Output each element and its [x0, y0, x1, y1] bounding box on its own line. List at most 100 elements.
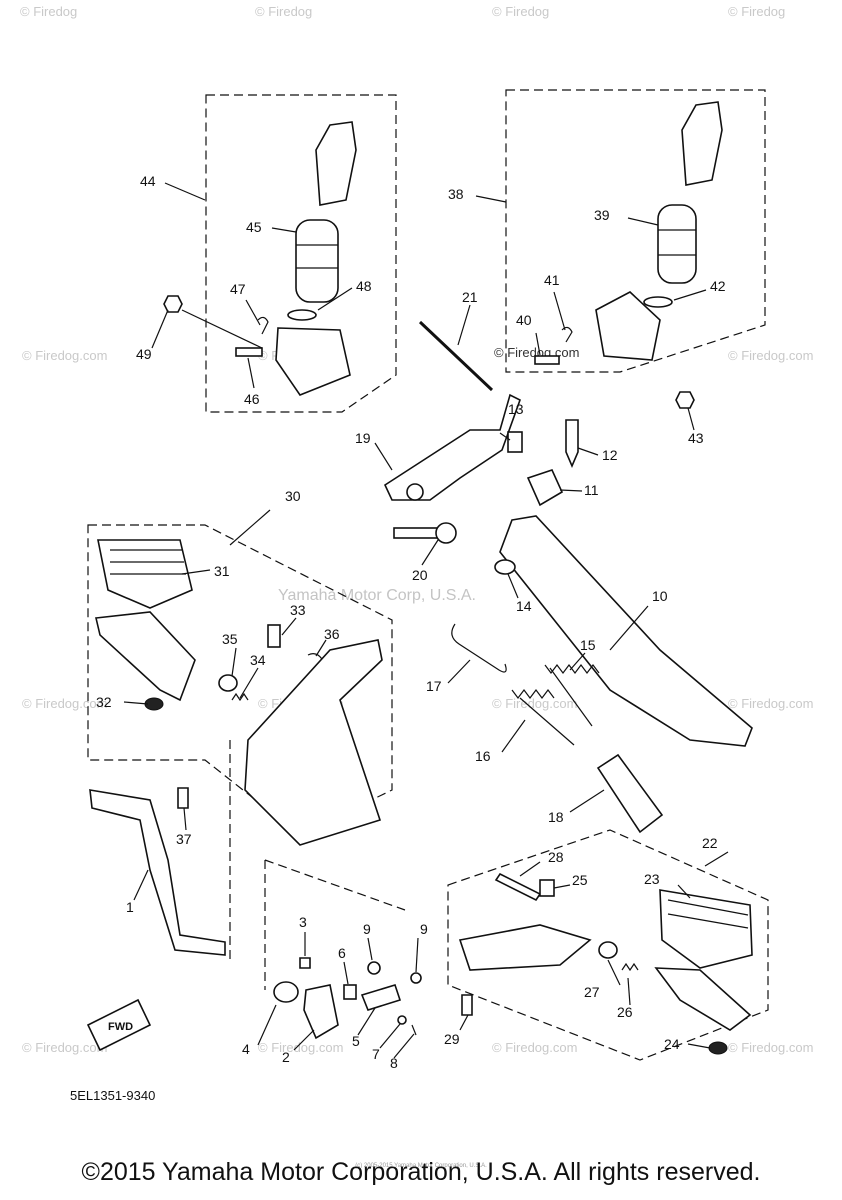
callout-4: 4	[242, 1041, 250, 1057]
callout-9a: 9	[363, 921, 371, 937]
spring-15	[544, 664, 600, 727]
callout-43: 43	[688, 430, 704, 446]
callout-12: 12	[602, 447, 618, 463]
callout-41: 41	[544, 272, 560, 288]
watermark-top-3: © Firedog	[492, 4, 549, 19]
spring-34	[231, 692, 249, 702]
bolt-29	[461, 994, 473, 1016]
callout-3: 3	[299, 914, 307, 930]
callout-45: 45	[246, 219, 262, 235]
pin-40	[534, 355, 560, 365]
callout-49: 49	[136, 346, 152, 362]
callout-5: 5	[352, 1033, 360, 1049]
brake-pedal-1	[89, 789, 226, 956]
callout-36: 36	[324, 626, 340, 642]
nut-24	[708, 1041, 728, 1055]
watermark-left-3: © Firedog.com	[22, 1040, 107, 1055]
rubber-grip-45	[295, 219, 339, 303]
callout-7: 7	[372, 1046, 380, 1062]
fwd-arrow-shape	[86, 998, 152, 1052]
callout-1: 1	[126, 899, 134, 915]
callout-48: 48	[356, 278, 372, 294]
callout-28: 28	[548, 849, 564, 865]
watermark-mid-3: © Firedog.com	[492, 696, 577, 711]
grip-cover-38	[681, 101, 723, 186]
callout-44: 44	[140, 173, 156, 189]
group-box-38	[505, 89, 766, 373]
bolt-49	[163, 295, 183, 313]
callout-40: 40	[516, 312, 532, 328]
callout-37: 37	[176, 831, 192, 847]
callout-16: 16	[475, 748, 491, 764]
callout-14: 14	[516, 598, 532, 614]
pedal-1	[89, 787, 226, 956]
footrest-23-base	[654, 967, 752, 1031]
cam-11	[526, 469, 564, 507]
grip-cover-44	[315, 121, 357, 206]
spring-hook-17	[451, 623, 507, 673]
cotter-pin-47	[257, 316, 269, 335]
callout-15: 15	[580, 637, 596, 653]
footrest-bracket-22	[458, 924, 592, 971]
callout-24: 24	[664, 1036, 680, 1052]
callout-23: 23	[644, 871, 660, 887]
washer-42	[643, 296, 673, 308]
washer-35	[218, 674, 238, 692]
callout-42: 42	[710, 278, 726, 294]
leader-lines	[123, 182, 729, 1059]
callout-20: 20	[412, 567, 428, 583]
bracket-2	[303, 984, 339, 1040]
callout-11: 11	[584, 482, 599, 498]
pin-46	[235, 347, 263, 357]
callout-2: 2	[282, 1049, 290, 1065]
collar-13	[507, 431, 523, 453]
fine-print: (c) 2005-2015 Yamaha Motor Corporation, …	[355, 1163, 487, 1169]
callout-21: 21	[462, 289, 478, 305]
footrest-bracket-44	[275, 327, 351, 396]
footrest-bracket-38	[595, 291, 661, 361]
cotter-pin-28	[494, 872, 542, 902]
callout-29: 29	[444, 1031, 460, 1047]
washer-27	[598, 941, 618, 959]
callout-19: 19	[355, 430, 371, 446]
part-group-38	[534, 101, 723, 409]
callout-22: 22	[702, 835, 718, 851]
callout-33: 33	[290, 602, 306, 618]
spring-4	[273, 981, 299, 1003]
callout-38: 38	[448, 186, 464, 202]
nut-9a	[367, 961, 381, 975]
bolt-3	[299, 957, 311, 969]
bolt-37	[177, 787, 189, 809]
fwd-arrow: FWD	[86, 998, 152, 1052]
diagram-code: 5EL1351-9340	[70, 1088, 155, 1103]
callout-8: 8	[390, 1055, 398, 1071]
callout-30: 30	[285, 488, 301, 504]
group-box-44	[205, 94, 397, 413]
callout-34: 34	[250, 652, 266, 668]
small-parts	[273, 957, 422, 1040]
callout-25: 25	[572, 872, 588, 888]
callout-9b: 9	[420, 921, 428, 937]
watermark-top-4: © Firedog	[728, 4, 785, 19]
part-group-22	[458, 872, 753, 1055]
washer-7	[397, 1015, 407, 1025]
callout-10: 10	[652, 588, 668, 604]
fwd-label: FWD	[108, 1021, 133, 1033]
callout-6: 6	[338, 945, 346, 961]
washer-48	[287, 309, 317, 321]
watermark-top-2: © Firedog	[255, 4, 312, 19]
callout-32: 32	[96, 694, 112, 710]
spring-26	[621, 962, 639, 972]
watermark-left-1: © Firedog.com	[22, 348, 107, 363]
cotter-pin-36	[307, 653, 323, 660]
washer-9b	[410, 972, 422, 984]
watermark-left-2: © Firedog.com	[22, 696, 107, 711]
watermark-mid-5: © Firedog.com	[492, 1040, 577, 1055]
bolt-12	[565, 419, 579, 469]
callout-18: 18	[548, 809, 564, 825]
stand-bracket-19	[383, 393, 521, 501]
callout-labels: 1 2 3 4 5 6 7 8 9 9 10 11 12 13 14 15 16…	[96, 173, 726, 1071]
rubber-stop-18	[596, 753, 664, 834]
watermark-mid-4: © Firedog.com	[258, 1040, 343, 1055]
callout-31: 31	[214, 563, 230, 579]
